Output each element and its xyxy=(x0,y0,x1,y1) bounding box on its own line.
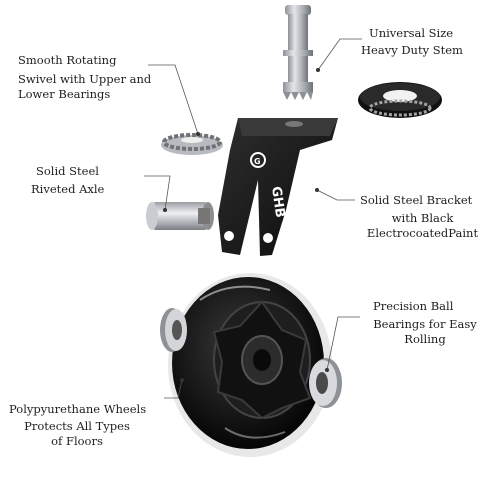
axle-label-subtitle: Riveted Axle xyxy=(31,182,105,196)
leader-lines xyxy=(144,38,362,399)
wheel-part xyxy=(168,273,332,457)
upper-bearing-ring xyxy=(358,82,442,118)
stem-label-title: Universal Size xyxy=(369,26,454,40)
axle-label-title: Solid Steel xyxy=(36,164,99,178)
bracket-label-title: Solid Steel Bracket xyxy=(360,193,473,207)
ball-bearing-right xyxy=(309,358,342,408)
bracket-part: G GHB xyxy=(218,118,338,256)
axle-part xyxy=(146,202,214,230)
stem-part xyxy=(283,5,313,100)
bearing-label-subtitle: Swivel with Upper and Lower Bearings xyxy=(18,72,152,101)
ball-bearing-left xyxy=(160,308,187,352)
wheel-label-title: Polypyurethane Wheels xyxy=(9,402,147,416)
bracket-logo-text: GHB xyxy=(268,185,287,218)
bearing-label-title: Smooth Rotating xyxy=(18,53,117,67)
ball-label-subtitle: Bearings for Easy Rolling xyxy=(373,317,477,346)
ball-label-title: Precision Ball xyxy=(373,299,454,313)
leader-dots xyxy=(163,68,329,382)
ball-cage xyxy=(161,133,223,155)
wheel-label-subtitle: Protects All Types of Floors xyxy=(24,419,130,448)
svg-text:G: G xyxy=(254,157,261,166)
stem-label-subtitle: Heavy Duty Stem xyxy=(361,43,463,57)
bracket-label-subtitle: with Black ElectrocoatedPaint xyxy=(366,211,479,240)
